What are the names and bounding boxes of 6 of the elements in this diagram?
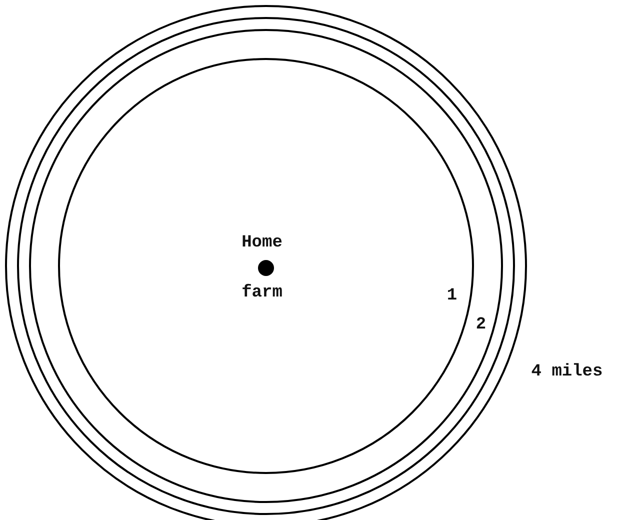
- place-label: farm: [242, 284, 282, 302]
- farm-dot: [258, 260, 274, 276]
- place-label: Home: [242, 234, 282, 252]
- distance-label: 4 miles: [531, 362, 603, 382]
- distance-label: 2: [476, 316, 486, 334]
- distance-label: 1: [446, 286, 458, 306]
